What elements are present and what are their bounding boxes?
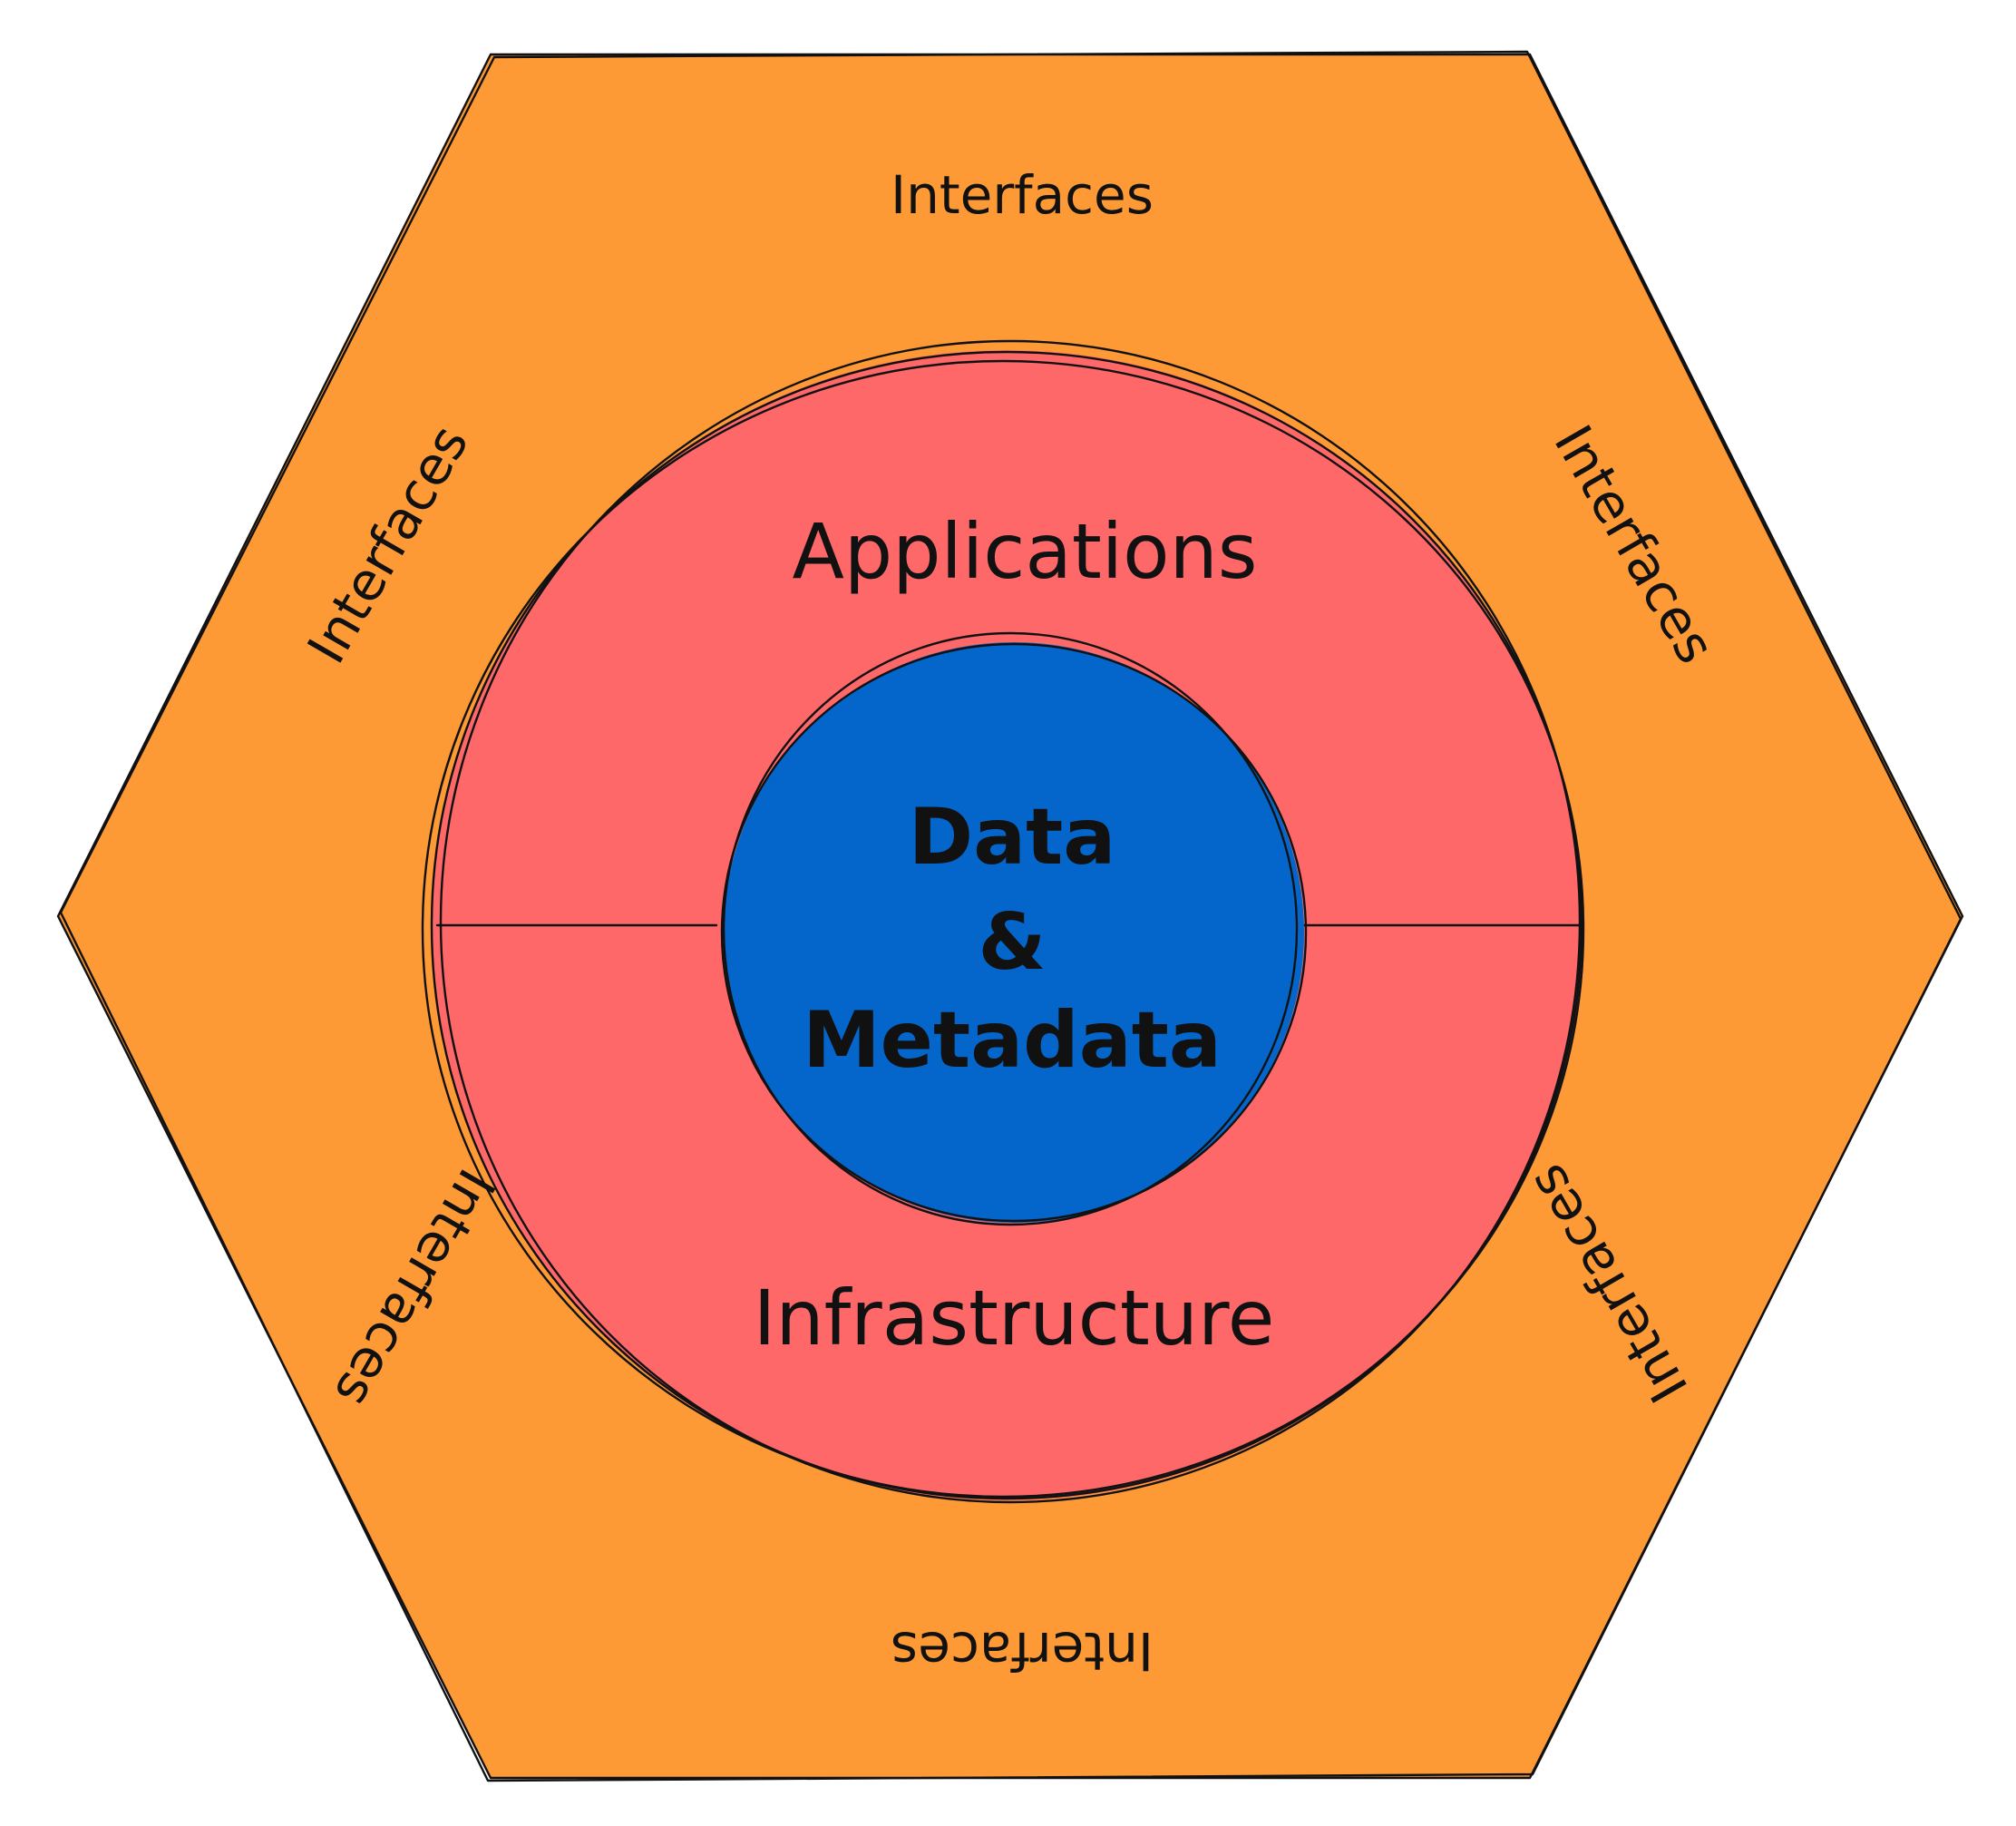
core-labels: Data & Metadata (803, 792, 1222, 1086)
core-label-data: Data (909, 792, 1116, 883)
middle-ring-sketch (439, 339, 1582, 1504)
core-circle (724, 642, 1304, 1223)
interfaces-label-bottom: Interfaces (891, 1620, 1154, 1682)
core-label-metadata: Metadata (803, 995, 1222, 1086)
middle-ring-outline (430, 350, 1583, 1500)
applications-label: Applications (792, 507, 1257, 596)
core-circle-sketch (722, 631, 1299, 1226)
infrastructure-label: Infrastructure (754, 1274, 1275, 1362)
middle-ring-sketch-2 (421, 359, 1585, 1499)
interfaces-hexagon-sketch (59, 50, 1962, 1782)
ring-labels: Applications Infrastructure (754, 507, 1275, 1362)
data-metadata-core (720, 631, 1308, 1226)
core-circle-outline (720, 642, 1308, 1223)
interfaces-label-top: Interfaces (891, 164, 1154, 226)
core-label-ampersand: & (979, 897, 1047, 988)
interfaces-hexagon-outline (56, 53, 1964, 1780)
